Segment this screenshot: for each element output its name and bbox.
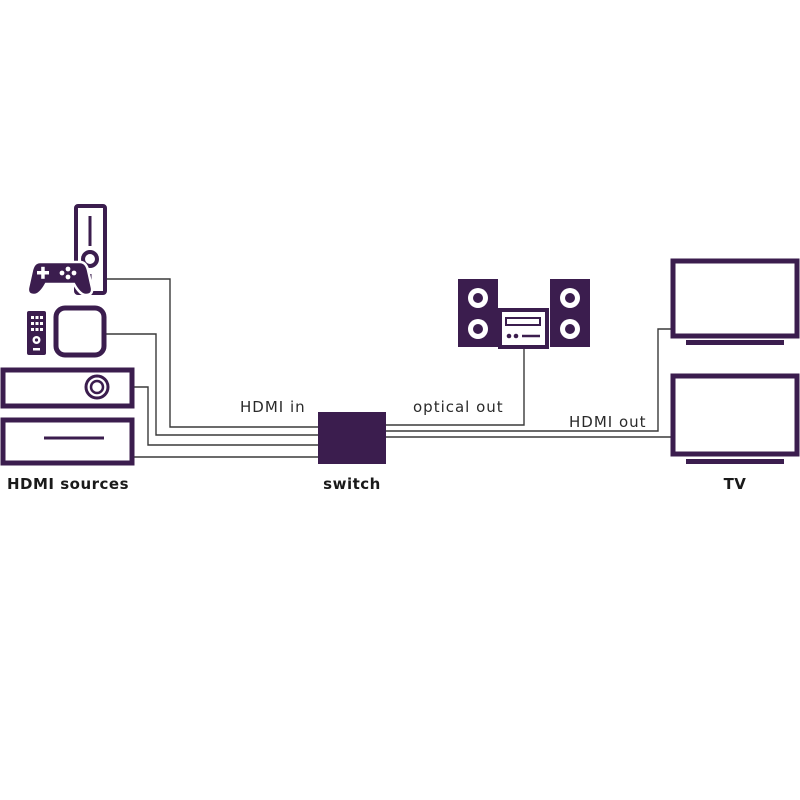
stereo-system-icon (458, 279, 590, 349)
hdmi-sources-caption: HDMI sources (7, 475, 129, 493)
dvd-player-icon (0, 417, 135, 466)
gamepad-icon (26, 260, 94, 297)
wire-switch-to-tv-top (386, 328, 672, 432)
hdmi-out-label: HDMI out (569, 413, 647, 431)
streaming-box-icon (53, 305, 107, 358)
hdmi-sources (0, 204, 135, 466)
hdmi-in-label: HDMI in (240, 398, 306, 416)
tv-icon (670, 373, 800, 464)
av-receiver-icon (0, 367, 135, 409)
switch-box (318, 412, 386, 464)
wire-switch-to-stereo (386, 347, 525, 426)
remote-icon (27, 311, 46, 355)
optical-out-label: optical out (413, 398, 504, 416)
wire-receiver-to-switch (134, 386, 318, 446)
tv-caption: TV (724, 475, 747, 493)
switch-caption: switch (323, 475, 381, 493)
wire-console-to-switch (106, 278, 318, 428)
wires (106, 278, 672, 458)
wire-streaming-box-to-switch (106, 333, 318, 436)
tv-icon (670, 258, 800, 345)
